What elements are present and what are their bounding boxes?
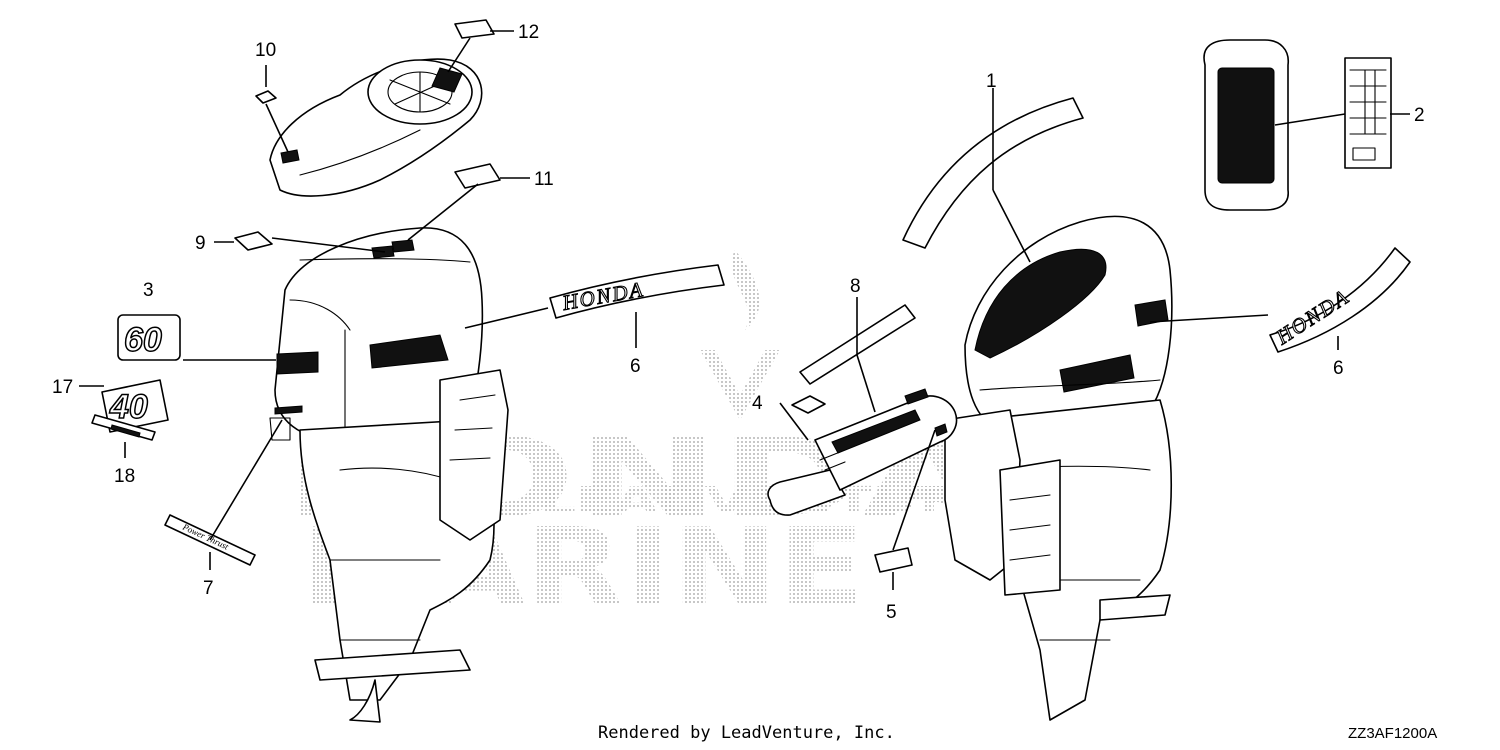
- callout-17: 17: [52, 377, 73, 398]
- callout-5: 5: [886, 602, 897, 623]
- callout-12: 12: [518, 22, 539, 43]
- callout-1: 1: [986, 71, 997, 92]
- callout-2: 2: [1414, 105, 1425, 126]
- stripe-decal-1: [902, 97, 1084, 249]
- diagram-code: ZZ3AF1200A: [1348, 725, 1437, 742]
- tiller-handle: [767, 388, 958, 516]
- stripe-decal-18: [91, 414, 156, 441]
- right-outboard-engine: [944, 215, 1173, 721]
- callout-6-right: 6: [1333, 358, 1344, 379]
- small-decal-5: [874, 547, 913, 573]
- callout-18: 18: [114, 466, 135, 487]
- callout-11: 11: [534, 169, 554, 190]
- callout-10: 10: [255, 40, 276, 61]
- small-decal-4: [791, 395, 826, 414]
- brand-text-left: HONDA: [560, 277, 646, 315]
- left-outboard-engine: [269, 227, 509, 723]
- small-decal-11: [454, 163, 501, 189]
- model-number-decal-3: 60: [117, 314, 181, 361]
- flywheel-cover: [269, 58, 483, 197]
- label-decal-2: [1203, 39, 1392, 211]
- brand-decal-left: HONDA: [549, 264, 725, 319]
- leader-lines: [79, 30, 1410, 590]
- model-number-decal-17: 40: [101, 379, 169, 433]
- small-decal-12: [454, 19, 495, 39]
- model-number-text-40: 40: [109, 388, 148, 426]
- callout-9: 9: [195, 233, 206, 254]
- small-decal-9: [234, 231, 273, 251]
- brand-decal-right: HONDA: [1269, 247, 1411, 353]
- callout-8: 8: [850, 276, 861, 297]
- callout-6-left: 6: [630, 356, 641, 377]
- callout-labels: 1 2 3 4 5 6 6 7 8 9 10 11 12 17 18: [52, 22, 1425, 623]
- model-number-text-60: 60: [124, 321, 162, 359]
- render-credit: Rendered by LeadVenture, Inc.: [598, 723, 895, 743]
- callout-3: 3: [143, 280, 154, 301]
- callout-4: 4: [752, 393, 763, 414]
- callout-7: 7: [203, 578, 214, 599]
- small-decal-10: [255, 90, 277, 104]
